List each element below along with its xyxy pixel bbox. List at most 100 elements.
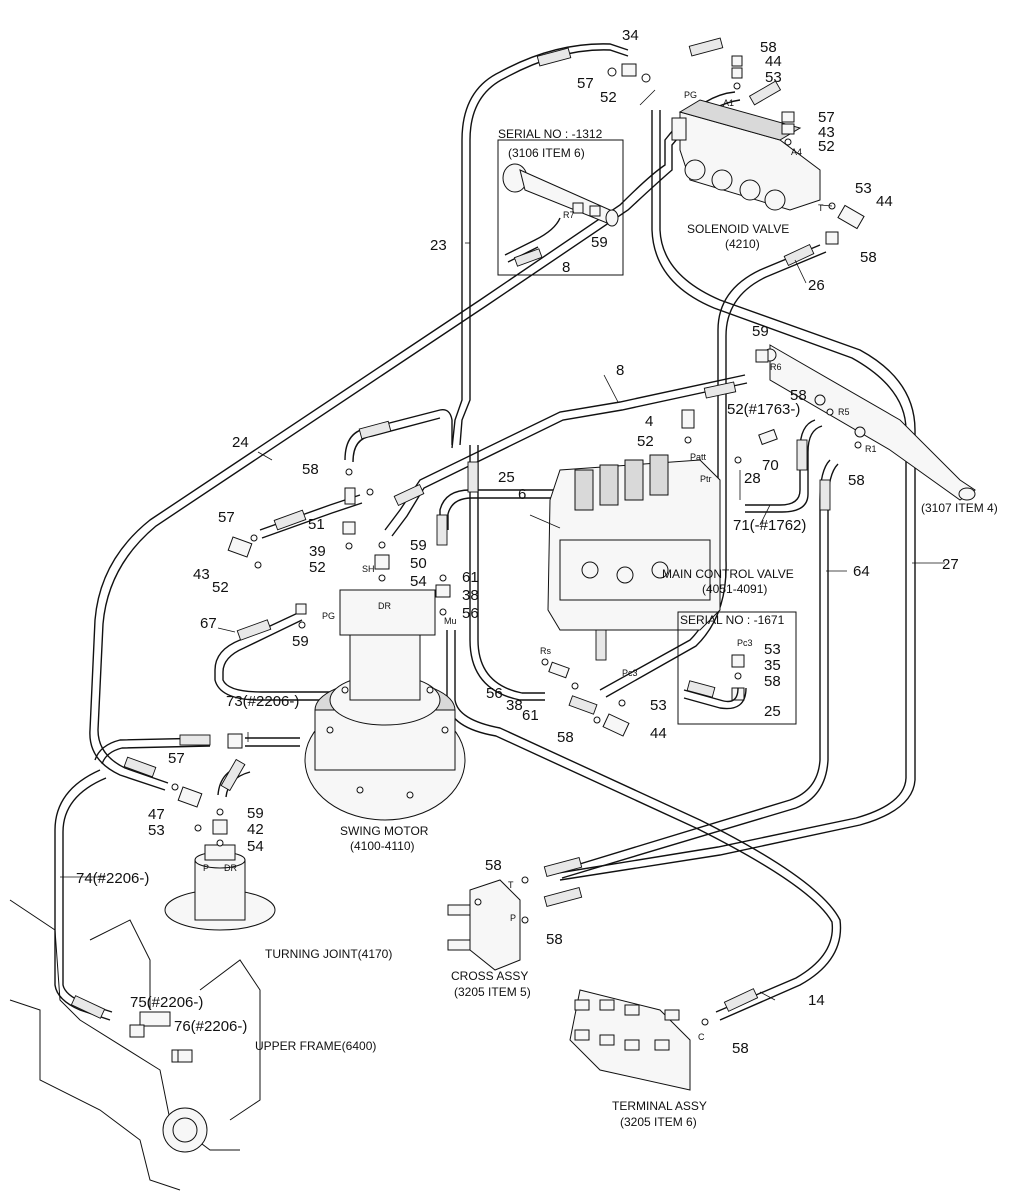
callout-74-2206: 74(#2206-): [76, 870, 149, 887]
callout-53: 53: [764, 641, 781, 658]
callout-58: 58: [546, 931, 563, 948]
port-pg-top: PG: [684, 90, 697, 100]
callout-53: 53: [148, 822, 165, 839]
callout-47: 47: [148, 806, 165, 823]
callout-34: 34: [622, 27, 639, 44]
callout-58: 58: [760, 39, 777, 56]
callout-57: 57: [577, 75, 594, 92]
callout-57: 57: [168, 750, 185, 767]
callout-58: 58: [848, 472, 865, 489]
callout-39: 39: [309, 543, 326, 560]
callout-67: 67: [200, 615, 217, 632]
callout-52: 52: [212, 579, 229, 596]
callout-61: 61: [462, 569, 479, 586]
caption-item-3106: (3106 ITEM 6): [508, 146, 585, 160]
callout-76-2206: 76(#2206-): [174, 1018, 247, 1035]
turning-joint: [164, 844, 276, 931]
caption-swing-code: (4100-4110): [350, 839, 415, 853]
callout-6: 6: [518, 486, 526, 503]
callout-44: 44: [650, 725, 667, 742]
solenoid-valve: [671, 99, 821, 211]
port-dr-turning: DR: [224, 863, 237, 873]
callout-52: 52: [637, 433, 654, 450]
port-t-cross: T: [508, 880, 514, 890]
callout-70: 70: [762, 457, 779, 474]
port-labels: PG A1 A4 T R7 R6 R5 R1 Patt Ptr SH PG DR…: [203, 90, 877, 1042]
callout-52: 52: [600, 89, 617, 106]
inset-box-serial-1312: [497, 139, 624, 276]
callout-58: 58: [302, 461, 319, 478]
callout-23: 23: [430, 237, 447, 254]
callout-75-2206: 75(#2206-): [130, 994, 203, 1011]
callout-26: 26: [808, 277, 825, 294]
port-pc3: Pc3: [622, 668, 638, 678]
port-t-solenoid: T: [818, 203, 824, 213]
port-patt: Patt: [690, 452, 707, 462]
callout-27: 27: [942, 556, 959, 573]
port-r5: R5: [838, 407, 850, 417]
callout-50: 50: [410, 555, 427, 572]
port-p-cross: P: [510, 913, 516, 923]
callout-52-1763: 52(#1763-): [727, 401, 800, 418]
callout-35: 35: [764, 657, 781, 674]
callout-73-2206: 73(#2206-): [226, 693, 299, 710]
callout-58: 58: [790, 387, 807, 404]
callout-53: 53: [650, 697, 667, 714]
caption-terminal-assy: TERMINAL ASSY: [612, 1099, 707, 1113]
callout-53: 53: [765, 69, 782, 86]
fittings: [129, 55, 865, 1063]
port-a4: A4: [791, 147, 802, 157]
caption-cross-code: (3205 ITEM 5): [454, 985, 531, 999]
port-ptr: Ptr: [700, 474, 712, 484]
port-r6: R6: [770, 362, 782, 372]
port-r1: R1: [865, 444, 877, 454]
callout-61: 61: [522, 707, 539, 724]
inset-1312-part: [502, 163, 619, 227]
callout-labels: 34 57 52 58 44 53 57 43 52 53 44 58 26 2…: [76, 27, 959, 1057]
callout-44: 44: [876, 193, 893, 210]
callout-58: 58: [732, 1040, 749, 1057]
callout-52: 52: [818, 138, 835, 155]
callout-58: 58: [860, 249, 877, 266]
callout-43: 43: [193, 566, 210, 583]
callout-51: 51: [308, 516, 325, 533]
caption-mcv-code: (4051-4091): [702, 582, 767, 596]
callout-54: 54: [410, 573, 427, 590]
port-a1: A1: [723, 98, 734, 108]
callout-54: 54: [247, 838, 264, 855]
port-rs: Rs: [540, 646, 551, 656]
caption-solenoid-valve: SOLENOID VALVE: [687, 222, 789, 236]
callout-44: 44: [765, 53, 782, 70]
inset-box-serial-1671: [677, 611, 797, 725]
callout-57: 57: [818, 109, 835, 126]
leader-lines: [60, 89, 945, 1001]
inset-1671-part: [683, 680, 747, 710]
callout-42: 42: [247, 821, 264, 838]
caption-item-3107: (3107 ITEM 4): [921, 501, 998, 515]
port-mu: Mu: [444, 616, 457, 626]
caption-cross-assy: CROSS ASSY: [451, 969, 528, 983]
callout-43: 43: [818, 124, 835, 141]
callout-71-1762: 71(-#1762): [733, 517, 806, 534]
component-captions: SOLENOID VALVE (4210) SERIAL NO : -1312 …: [255, 127, 998, 1129]
caption-serial-1671: SERIAL NO : -1671: [680, 613, 785, 627]
callout-59: 59: [247, 805, 264, 822]
caption-upper-frame: UPPER FRAME(6400): [255, 1039, 376, 1053]
callout-38: 38: [506, 697, 523, 714]
caption-solenoid-code: (4210): [725, 237, 760, 251]
cross-assy: [447, 879, 521, 971]
caption-turning-joint: TURNING JOINT(4170): [265, 947, 392, 961]
port-p-turning: P: [203, 863, 209, 873]
callout-59: 59: [410, 537, 427, 554]
caption-swing-motor: SWING MOTOR: [340, 824, 429, 838]
port-dr-swing: DR: [378, 601, 391, 611]
upper-frame: [9, 899, 261, 1191]
callout-58: 58: [485, 857, 502, 874]
callout-57: 57: [218, 509, 235, 526]
callout-56: 56: [462, 605, 479, 622]
callout-24: 24: [232, 434, 249, 451]
port-r7: R7: [563, 210, 575, 220]
callout-28: 28: [744, 470, 761, 487]
caption-main-control-valve: MAIN CONTROL VALVE: [662, 567, 794, 581]
